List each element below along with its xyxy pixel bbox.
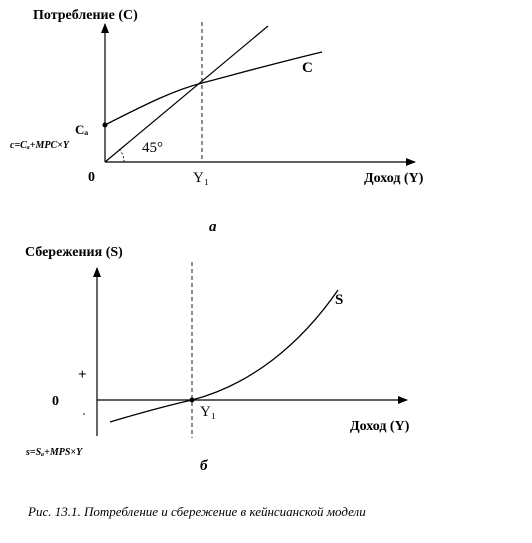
panel-a-x-axis-label: Доход (Y) [364, 171, 424, 186]
panel-a-intercept-label: Сₐ [75, 122, 89, 137]
panel-a-intercept-dot [102, 122, 108, 128]
panel-b-graph [83, 262, 408, 438]
panel-b-y-axis-label: Сбережения (S) [25, 245, 123, 260]
panel-a-formula: с=Сₐ+MPC×Y [10, 140, 69, 151]
panel-a-curve-label: С [302, 60, 313, 76]
panel-a-origin-label: 0 [88, 170, 95, 185]
panel-b-curve-label: S [335, 292, 344, 308]
panel-a-consumption-curve [104, 51, 323, 126]
panel-a-angle-label: 45° [142, 140, 163, 156]
panel-b-origin-label: 0 [52, 394, 59, 409]
panel-a-graph [101, 22, 416, 166]
panel-a-letter: а [209, 219, 217, 235]
panel-a-y1-label: Y₁ [193, 170, 210, 186]
panel-b-x-axis-label: Доход (Y) [350, 419, 410, 434]
panel-b-minus-mark [83, 413, 85, 415]
panel-b-plus-label: + [78, 367, 87, 383]
panel-b-break-even-dot [189, 397, 195, 403]
panel-b-formula: s=Sₐ+MPS×Y [26, 447, 83, 458]
figure-caption: Рис. 13.1. Потребление и сбережение в ке… [28, 504, 366, 519]
panel-a-y-axis-label: Потребление (С) [33, 8, 138, 23]
panel-b-saving-curve [109, 289, 339, 423]
panel-a-45-degree-line [104, 25, 269, 163]
panel-b-y1-label: Y₁ [200, 404, 217, 420]
panel-a-angle-arc [118, 148, 125, 163]
panel-b-letter: б [200, 458, 208, 474]
